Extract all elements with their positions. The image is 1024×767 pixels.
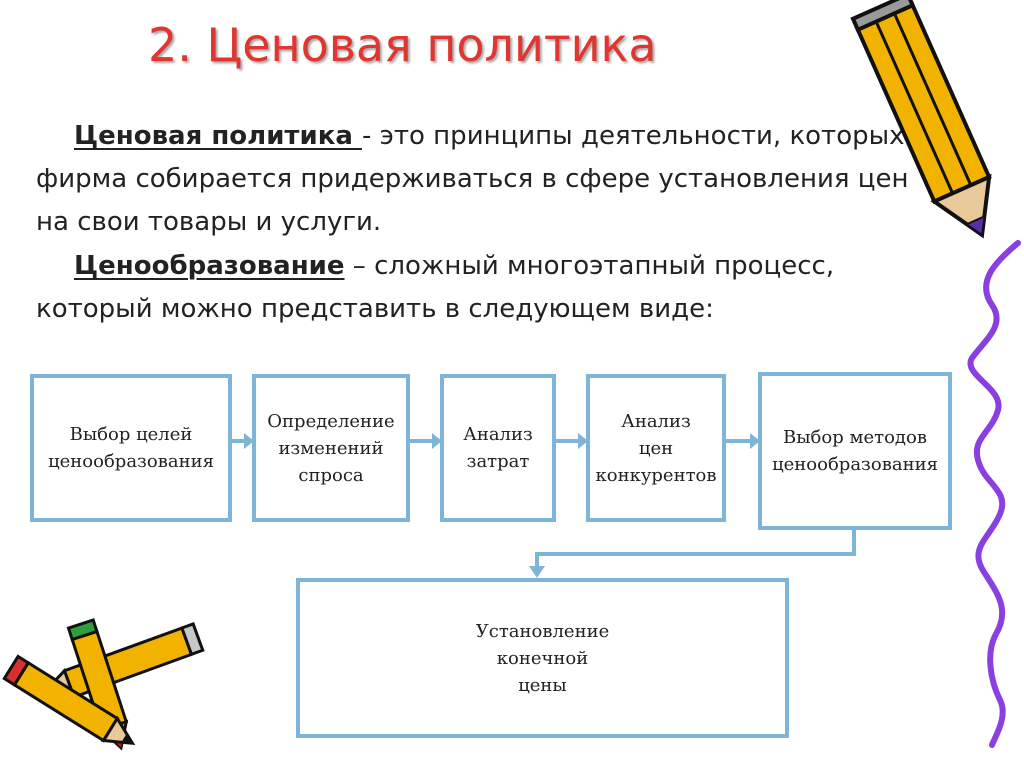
definition-pricing-policy: Ценовая политика - это принципы деятельн… <box>36 115 916 244</box>
flow-step-goals: Выбор целей ценообразования <box>30 374 232 522</box>
definition-pricing: Ценообразование – сложный многоэтапный п… <box>36 245 916 331</box>
purple-wave-decoration <box>967 240 1021 748</box>
arrowhead-icon <box>578 433 588 449</box>
arrowhead-icon <box>244 433 254 449</box>
flow-step-methods: Выбор методов ценообразования <box>758 372 952 530</box>
flow-step-demand: Определение изменений спроса <box>252 374 410 522</box>
arrowhead-icon <box>529 566 545 578</box>
term-pricing-policy: Ценовая политика <box>74 121 362 151</box>
definition-pricing-text: – сложный многоэтапный процесс, который … <box>36 251 835 324</box>
flow-step-competitors: Анализ цен конкурентов <box>586 374 726 522</box>
arrow-5-result <box>535 530 856 566</box>
flow-step-costs: Анализ затрат <box>440 374 556 522</box>
definition-pricing-policy-text: - это принципы деятельности, которых фир… <box>36 121 909 237</box>
flow-result-final-price: Установление конечной цены <box>296 578 789 738</box>
pencil-icon <box>850 0 992 239</box>
term-pricing: Ценообразование <box>74 251 345 281</box>
pencil-icon <box>2 654 136 746</box>
arrowhead-icon <box>750 433 760 449</box>
page-title: 2. Ценовая политика <box>148 18 657 72</box>
arrowhead-icon <box>432 433 442 449</box>
